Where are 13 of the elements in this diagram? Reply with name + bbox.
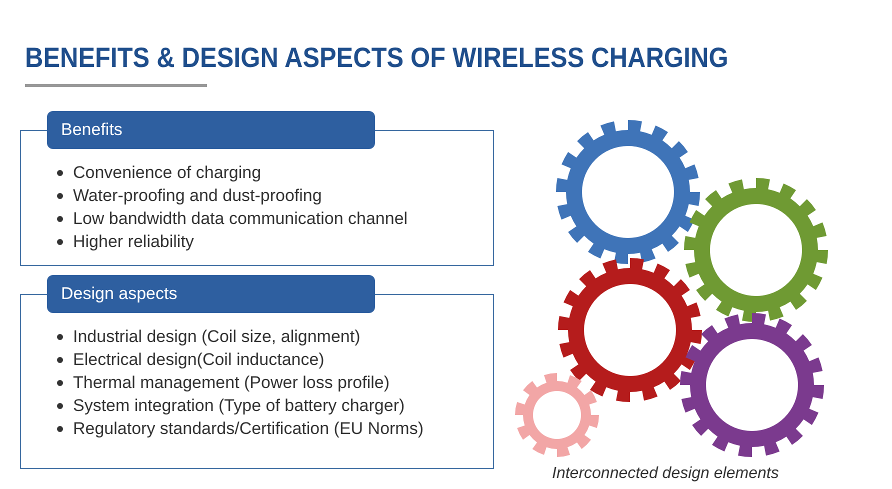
bullet-item: System integration (Type of battery charger) xyxy=(73,396,405,415)
slide-title: BENEFITS & DESIGN ASPECTS OF WIRELESS CHARGING xyxy=(25,42,728,74)
bullet-item: Regulatory standards/Certification (EU Norms) xyxy=(73,419,424,438)
caption: Interconnected design elements xyxy=(552,465,779,483)
bullet-item: Water-proofing and dust-proofing xyxy=(73,186,322,205)
bullet-item: Low bandwidth data communication channel xyxy=(73,209,408,228)
bullet-item: Higher reliability xyxy=(73,232,194,251)
bullet-item: Convenience of charging xyxy=(73,163,262,182)
heading-tab: Design aspects xyxy=(47,275,375,313)
bullet-item: Thermal management (Power loss profile) xyxy=(73,373,390,392)
bullet-item: Electrical design(Coil inductance) xyxy=(73,350,324,369)
heading-tab: Benefits xyxy=(47,111,375,149)
bullet-item: Industrial design (Coil size, alignment) xyxy=(73,327,360,346)
